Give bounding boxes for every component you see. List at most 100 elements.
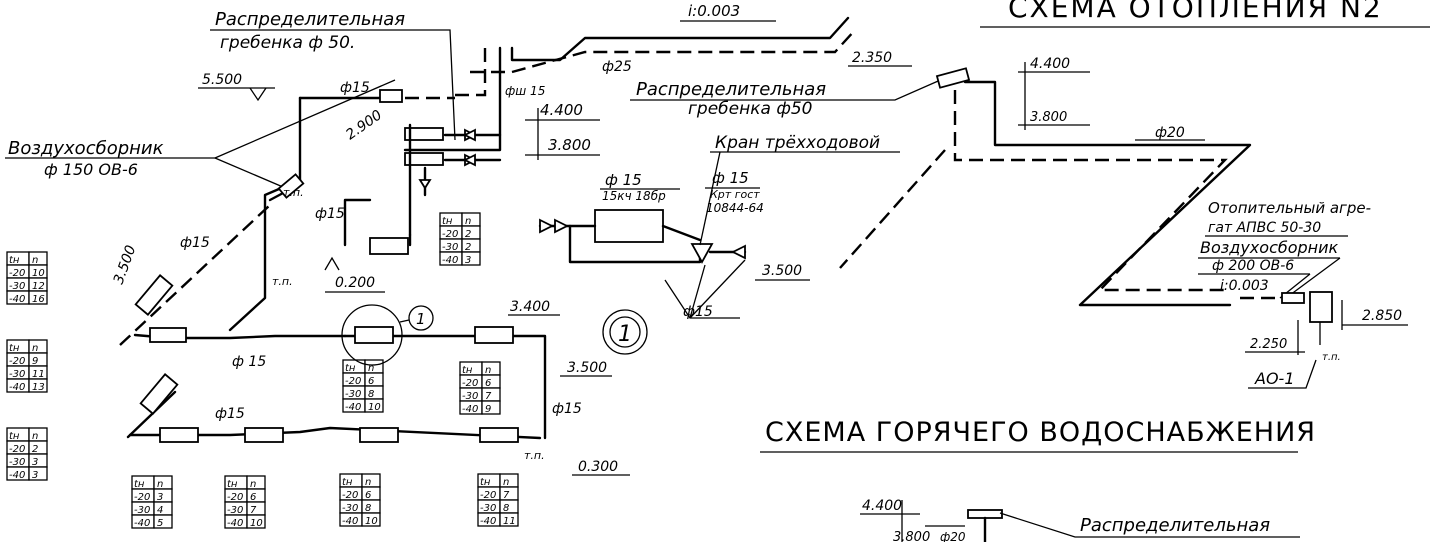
heating-scheme-heading: СХЕМА ОТОПЛЕНИЯ N2 xyxy=(1008,0,1383,24)
elevation-mark: 3.500 xyxy=(111,243,140,286)
table-header-cell: tн xyxy=(345,363,356,374)
elevation-mark: 2.900 xyxy=(343,107,385,143)
table-header-cell: n xyxy=(32,431,38,442)
table-header-cell: tн xyxy=(462,365,473,376)
valve-icon xyxy=(730,244,746,260)
elevation-arrow xyxy=(249,87,267,102)
slope-label: i:0.003 xyxy=(688,2,740,20)
table-cell: 3 xyxy=(157,492,163,503)
table-cell-border xyxy=(246,514,266,529)
air-collector-device xyxy=(379,89,403,103)
table-header-cell: n xyxy=(465,216,471,227)
supply-pipe xyxy=(510,16,850,62)
table-cell: 9 xyxy=(485,404,491,415)
table-cell: -40 xyxy=(345,402,361,413)
table-cell: 6 xyxy=(250,492,256,503)
elevation-mark: 3.800 xyxy=(548,136,591,154)
table-header-cell: tн xyxy=(480,477,491,488)
diameter-label: ф15 xyxy=(180,235,210,251)
table-cell: 7 xyxy=(503,490,510,501)
leader-line xyxy=(999,512,1300,538)
leader-line xyxy=(214,157,291,191)
diameter-label: ф20 xyxy=(940,530,966,542)
manifold-label-size: гребенка ф50 xyxy=(688,99,813,119)
elevation-mark: 2.250 xyxy=(1250,337,1287,352)
radiator xyxy=(474,326,514,344)
valve-icon xyxy=(554,218,570,234)
table-cell: 10 xyxy=(32,268,45,279)
heater-label-model: гат АПВС 50-30 xyxy=(1208,220,1321,236)
table-cell: 5 xyxy=(157,518,163,529)
table-cell-border xyxy=(361,512,381,527)
manifold-label: Распределительная xyxy=(215,9,405,30)
table-header-cell: tн xyxy=(342,477,353,488)
table-cell: 13 xyxy=(32,382,45,393)
elevation-mark: 3.800 xyxy=(1030,110,1067,125)
table-header-cell: tн xyxy=(134,479,145,490)
radiator xyxy=(139,373,179,415)
diameter-label: ф15 xyxy=(315,206,345,222)
three-way-valve-icon xyxy=(690,243,714,264)
elevation-mark: 2.350 xyxy=(852,50,892,66)
tp-label: т.п. xyxy=(524,449,545,462)
table-header-cell: n xyxy=(250,479,256,490)
valve-icon xyxy=(462,153,476,167)
supply-pipe xyxy=(661,224,702,242)
table-cell: 9 xyxy=(32,356,38,367)
valve-icon xyxy=(418,179,432,190)
table-cell: -30 xyxy=(134,505,150,516)
table-cell: 7 xyxy=(485,391,492,402)
radiator xyxy=(149,327,187,343)
return-pipe xyxy=(953,90,1230,292)
table-cell: -30 xyxy=(462,391,478,402)
manifold-label: Распределительная xyxy=(1080,515,1270,536)
elevation-mark: 3.500 xyxy=(567,360,607,376)
table-cell: -20 xyxy=(345,376,361,387)
leader-line xyxy=(699,151,721,246)
table-cell: -20 xyxy=(9,268,25,279)
table-cell: 10 xyxy=(365,516,378,527)
table-cell: 7 xyxy=(250,505,257,516)
table-cell-border xyxy=(461,251,481,266)
diameter-label: фш 15 xyxy=(505,84,545,98)
hot-water-scheme-heading: СХЕМА ГОРЯЧЕГО ВОДОСНАБЖЕНИЯ xyxy=(765,417,1316,448)
table-cell: -30 xyxy=(342,503,358,514)
radiator xyxy=(244,427,284,443)
return-pipe xyxy=(455,48,487,97)
table-header-cell: n xyxy=(485,365,491,376)
air-collector-label: Воздухосборник xyxy=(1200,238,1339,257)
elevation-mark: 4.400 xyxy=(1030,56,1070,72)
table-cell: -20 xyxy=(480,490,496,501)
table-cell: -30 xyxy=(9,281,25,292)
table-cell: -30 xyxy=(442,242,458,253)
table-cell: -40 xyxy=(462,404,478,415)
table-cell-border xyxy=(28,466,48,481)
detail-callout-circle xyxy=(602,309,648,355)
valve-size-label: ф 15 xyxy=(712,169,749,187)
radiator xyxy=(134,274,174,316)
heater-unit xyxy=(1309,291,1333,323)
table-cell-border xyxy=(28,290,48,305)
slope-label: i:0.003 xyxy=(1220,278,1269,294)
supply-pipe xyxy=(343,198,372,247)
return-pipe xyxy=(119,204,271,346)
table-cell: 11 xyxy=(32,369,45,380)
table-cell: 12 xyxy=(32,281,45,292)
table-cell: 10 xyxy=(250,518,263,529)
supply-pipe xyxy=(403,46,502,152)
table-cell: -30 xyxy=(345,389,361,400)
manifold-device xyxy=(404,127,444,141)
table-cell: -40 xyxy=(9,382,25,393)
valve-icon xyxy=(462,128,476,142)
detail-callout-circle xyxy=(609,316,641,348)
table-cell: 3 xyxy=(32,457,38,468)
table-cell-border xyxy=(481,400,501,415)
